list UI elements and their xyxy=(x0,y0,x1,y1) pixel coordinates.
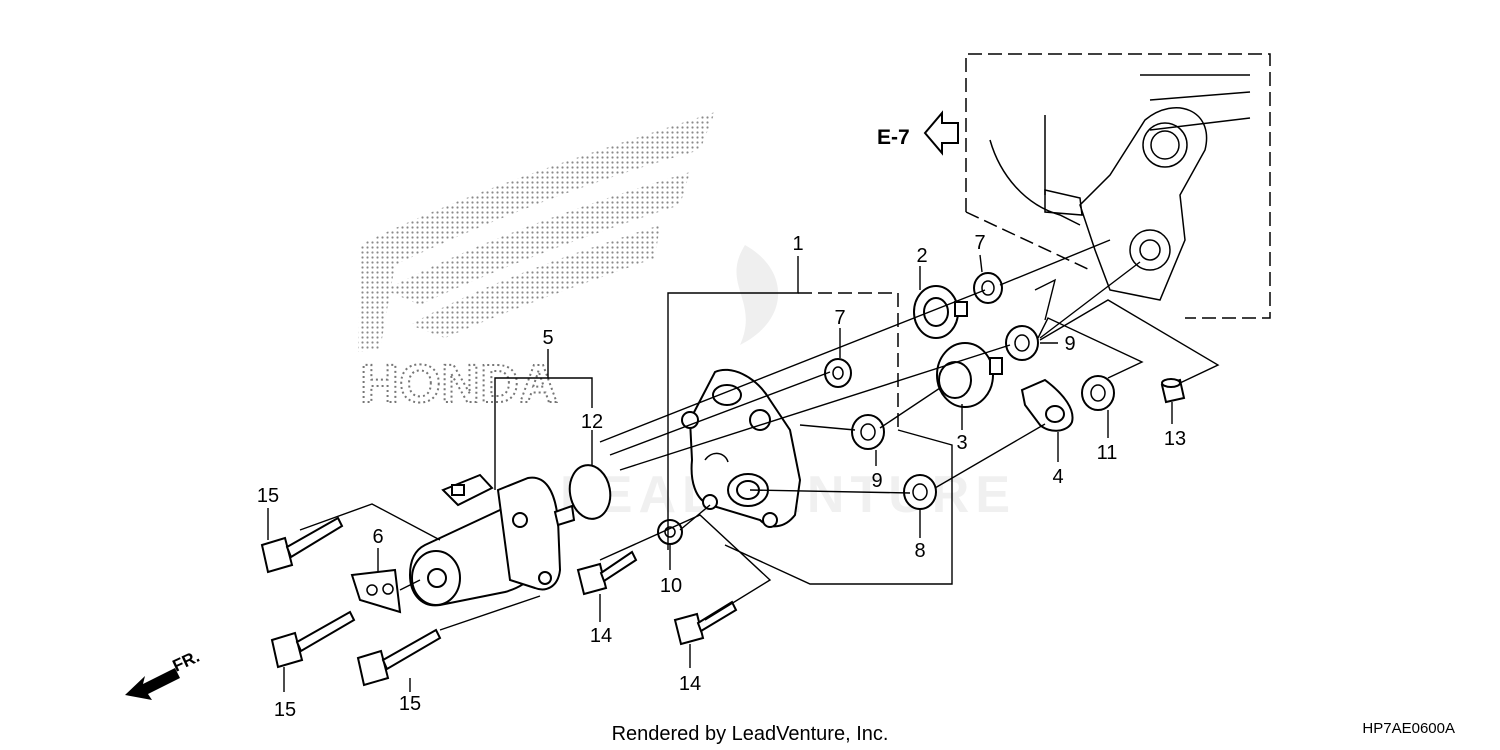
honda-wing-logo: HONDA xyxy=(358,112,715,415)
callout-3: 3 xyxy=(956,432,967,454)
setting-plate xyxy=(350,568,402,614)
leader-lines xyxy=(267,254,1220,692)
reference-label: E-7 xyxy=(877,126,910,149)
starter-motor xyxy=(408,473,576,607)
bearing-8 xyxy=(903,474,937,510)
callout-14-a: 14 xyxy=(590,625,612,647)
o-ring xyxy=(568,464,612,520)
callout-15-b: 15 xyxy=(274,699,296,721)
callout-2: 2 xyxy=(916,245,927,267)
callout-7-lower: 7 xyxy=(834,307,845,329)
footer-credit: Rendered by LeadVenture, Inc. xyxy=(612,723,889,745)
callout-14-b: 14 xyxy=(679,673,701,695)
honda-logo-text: HONDA xyxy=(360,354,558,414)
callout-6: 6 xyxy=(372,526,383,548)
bearing-9-upper xyxy=(1005,325,1039,361)
figure-code: HP7AE0600A xyxy=(1362,720,1455,737)
bolt-14-a xyxy=(576,550,638,596)
callout-4: 4 xyxy=(1052,466,1063,488)
bolt-15-c xyxy=(356,628,442,687)
callout-5: 5 xyxy=(542,327,553,349)
bolt-15-a xyxy=(260,516,344,574)
gear-cover xyxy=(681,368,802,528)
reduction-gear-2 xyxy=(913,285,968,339)
shift-arm xyxy=(1020,378,1074,432)
bearing-7-upper xyxy=(973,272,1003,304)
callouts: 1 2 3 4 5 6 7 7 8 9 9 10 11 12 13 14 14 … xyxy=(257,232,1186,721)
crankcase-outline xyxy=(965,53,1271,319)
reduction-gear-3 xyxy=(936,342,1003,408)
bearing-7-lower xyxy=(824,358,852,388)
reference-arrow: E-7 xyxy=(877,110,959,156)
callout-9-upper: 9 xyxy=(1064,333,1075,355)
left-arrow-icon xyxy=(923,110,959,156)
bearing-9-lower xyxy=(851,414,885,450)
bearing-11 xyxy=(1081,375,1115,411)
callout-12: 12 xyxy=(581,411,603,433)
callout-15-c: 15 xyxy=(399,693,421,715)
assembly-lines xyxy=(399,239,1141,631)
callout-1: 1 xyxy=(792,233,803,255)
callout-8: 8 xyxy=(914,540,925,562)
bolt-15-b xyxy=(270,610,356,669)
callout-7-upper: 7 xyxy=(974,232,985,254)
callout-15-a: 15 xyxy=(257,485,279,507)
callout-10: 10 xyxy=(660,575,682,597)
front-arrow: FR. xyxy=(125,647,203,700)
callout-13: 13 xyxy=(1164,428,1186,450)
front-arrow-icon xyxy=(125,668,180,700)
dowel-pin-13 xyxy=(1160,378,1186,404)
bolt-14-b xyxy=(673,600,738,646)
callout-9-lower: 9 xyxy=(871,470,882,492)
callout-11: 11 xyxy=(1097,442,1118,464)
